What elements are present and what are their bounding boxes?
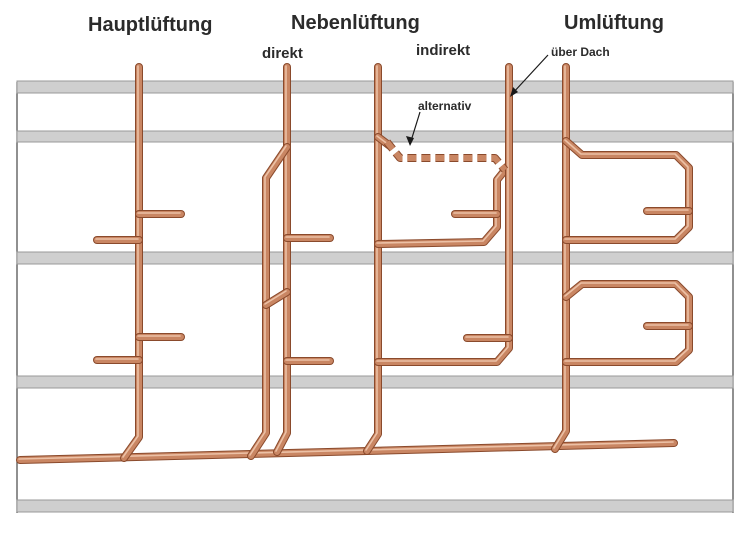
- stub-uml-1: [643, 207, 693, 215]
- stub-ueber-dach: [463, 334, 513, 342]
- label-umlueftung: Umlüftung: [564, 12, 664, 34]
- collector-pipe: [16, 439, 678, 464]
- label-direkt: direkt: [262, 45, 303, 62]
- branch-direkt-1: [283, 234, 334, 242]
- loop-umlueftung-2: [562, 280, 693, 366]
- pointer-alternativ: [406, 111, 421, 146]
- stub-uml-2: [643, 322, 693, 330]
- loop-umlueftung-1: [562, 137, 693, 244]
- label-alternativ: alternativ: [418, 99, 472, 113]
- stub-indirekt-1: [451, 210, 501, 218]
- label-hauptlueftung: Hauptlüftung: [88, 14, 212, 36]
- stack-hauptlueftung: [120, 63, 143, 462]
- alternative-dashed-pipe: [383, 139, 509, 173]
- branch-haupt-2l: [93, 356, 143, 364]
- branch-haupt-1l: [93, 236, 143, 244]
- pipe-network: [16, 63, 693, 464]
- label-indirekt: indirekt: [416, 42, 470, 59]
- stack-umlueftung: [551, 63, 570, 453]
- branch-haupt-1r: [135, 210, 185, 218]
- stack-neben-direkt-main: [273, 63, 291, 456]
- branch-haupt-2r: [135, 333, 185, 341]
- branch-direkt-2: [283, 357, 334, 365]
- stack-neben-indirekt: [363, 63, 382, 455]
- label-ueber-dach: über Dach: [551, 45, 610, 59]
- branch-indirekt-1: [374, 166, 509, 248]
- floor-slab-4: [16, 499, 734, 513]
- stack-ueber-dach: [374, 63, 513, 366]
- cross-neben-direkt: [262, 288, 291, 309]
- pointer-ueber-dach: [510, 54, 549, 97]
- label-nebenlueftung: Nebenlüftung: [291, 12, 420, 34]
